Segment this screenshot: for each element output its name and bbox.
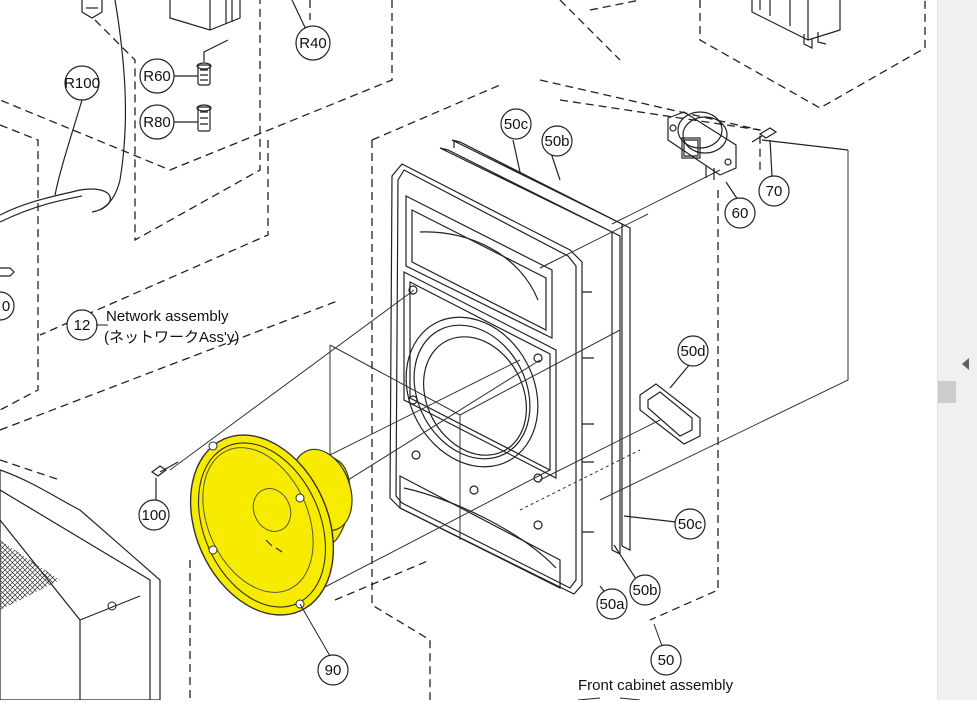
callout-50a: 50a: [596, 588, 628, 620]
svg-text:12: 12: [74, 317, 91, 334]
svg-text:R60: R60: [143, 68, 171, 85]
front-grille-panel: [0, 469, 161, 701]
svg-text:60: 60: [732, 205, 749, 222]
svg-text:50b: 50b: [544, 133, 569, 150]
callouts: R40 R60 R80 R100 0 12 50c 50b: [0, 25, 790, 686]
callout-50b-top: 50b: [541, 125, 573, 157]
scrollbar-thumb[interactable]: [938, 381, 956, 403]
svg-text:0: 0: [2, 298, 10, 315]
callout-60: 60: [724, 197, 756, 229]
assembly-guide-dashed: [519, 257, 641, 511]
svg-text:50c: 50c: [504, 116, 529, 133]
handle-part-50d: [639, 363, 701, 445]
svg-text:R40: R40: [299, 35, 327, 52]
svg-text:100: 100: [141, 507, 166, 524]
svg-text:50d: 50d: [680, 343, 705, 360]
top-right-part: [751, 0, 841, 49]
svg-text:50b: 50b: [632, 582, 657, 599]
callout-left-partial: 0: [0, 291, 15, 321]
front-cabinet-frame: [389, 163, 609, 597]
network-assembly-label: Network assembly: [106, 308, 229, 325]
chevron-left-icon[interactable]: [962, 358, 969, 370]
svg-text:R100: R100: [64, 75, 100, 92]
network-assembly-label-jp: (ネットワークAss'y): [104, 329, 239, 346]
terminal-part-60: [667, 111, 849, 201]
svg-text:70: 70: [766, 183, 783, 200]
callout-r100: R100: [64, 65, 100, 101]
exploded-parts-diagram: R40 R60 R80 R100 0 12 50c 50b: [0, 0, 926, 701]
front-cabinet-assembly-label: Front cabinet assembly: [578, 677, 734, 694]
callout-r40: R40: [295, 25, 331, 61]
svg-text:R80: R80: [143, 114, 171, 131]
callout-r60: R60: [139, 58, 175, 94]
screw-part-100: [150, 461, 179, 500]
woofer-part-90[interactable]: [163, 412, 362, 657]
svg-text:50a: 50a: [599, 596, 625, 613]
callout-50d: 50d: [677, 335, 709, 367]
callout-50c-right: 50c: [674, 508, 706, 540]
assembly-boundaries: [0, 0, 926, 700]
vertical-scrollbar[interactable]: [937, 0, 977, 700]
svg-text:50c: 50c: [678, 516, 703, 533]
svg-text:90: 90: [325, 662, 342, 679]
callout-70: 70: [758, 175, 790, 207]
callout-r80: R80: [139, 104, 175, 140]
callout-100: 100: [138, 499, 170, 531]
callout-12: 12: [66, 309, 98, 341]
callout-50c-top: 50c: [500, 108, 532, 140]
assembly-guide-lines: [169, 150, 849, 601]
top-left-parts: [0, 0, 311, 277]
svg-text:50: 50: [658, 652, 675, 669]
callout-90: 90: [317, 654, 349, 686]
callout-50b-bottom: 50b: [629, 574, 661, 606]
callout-50: 50: [650, 644, 682, 676]
